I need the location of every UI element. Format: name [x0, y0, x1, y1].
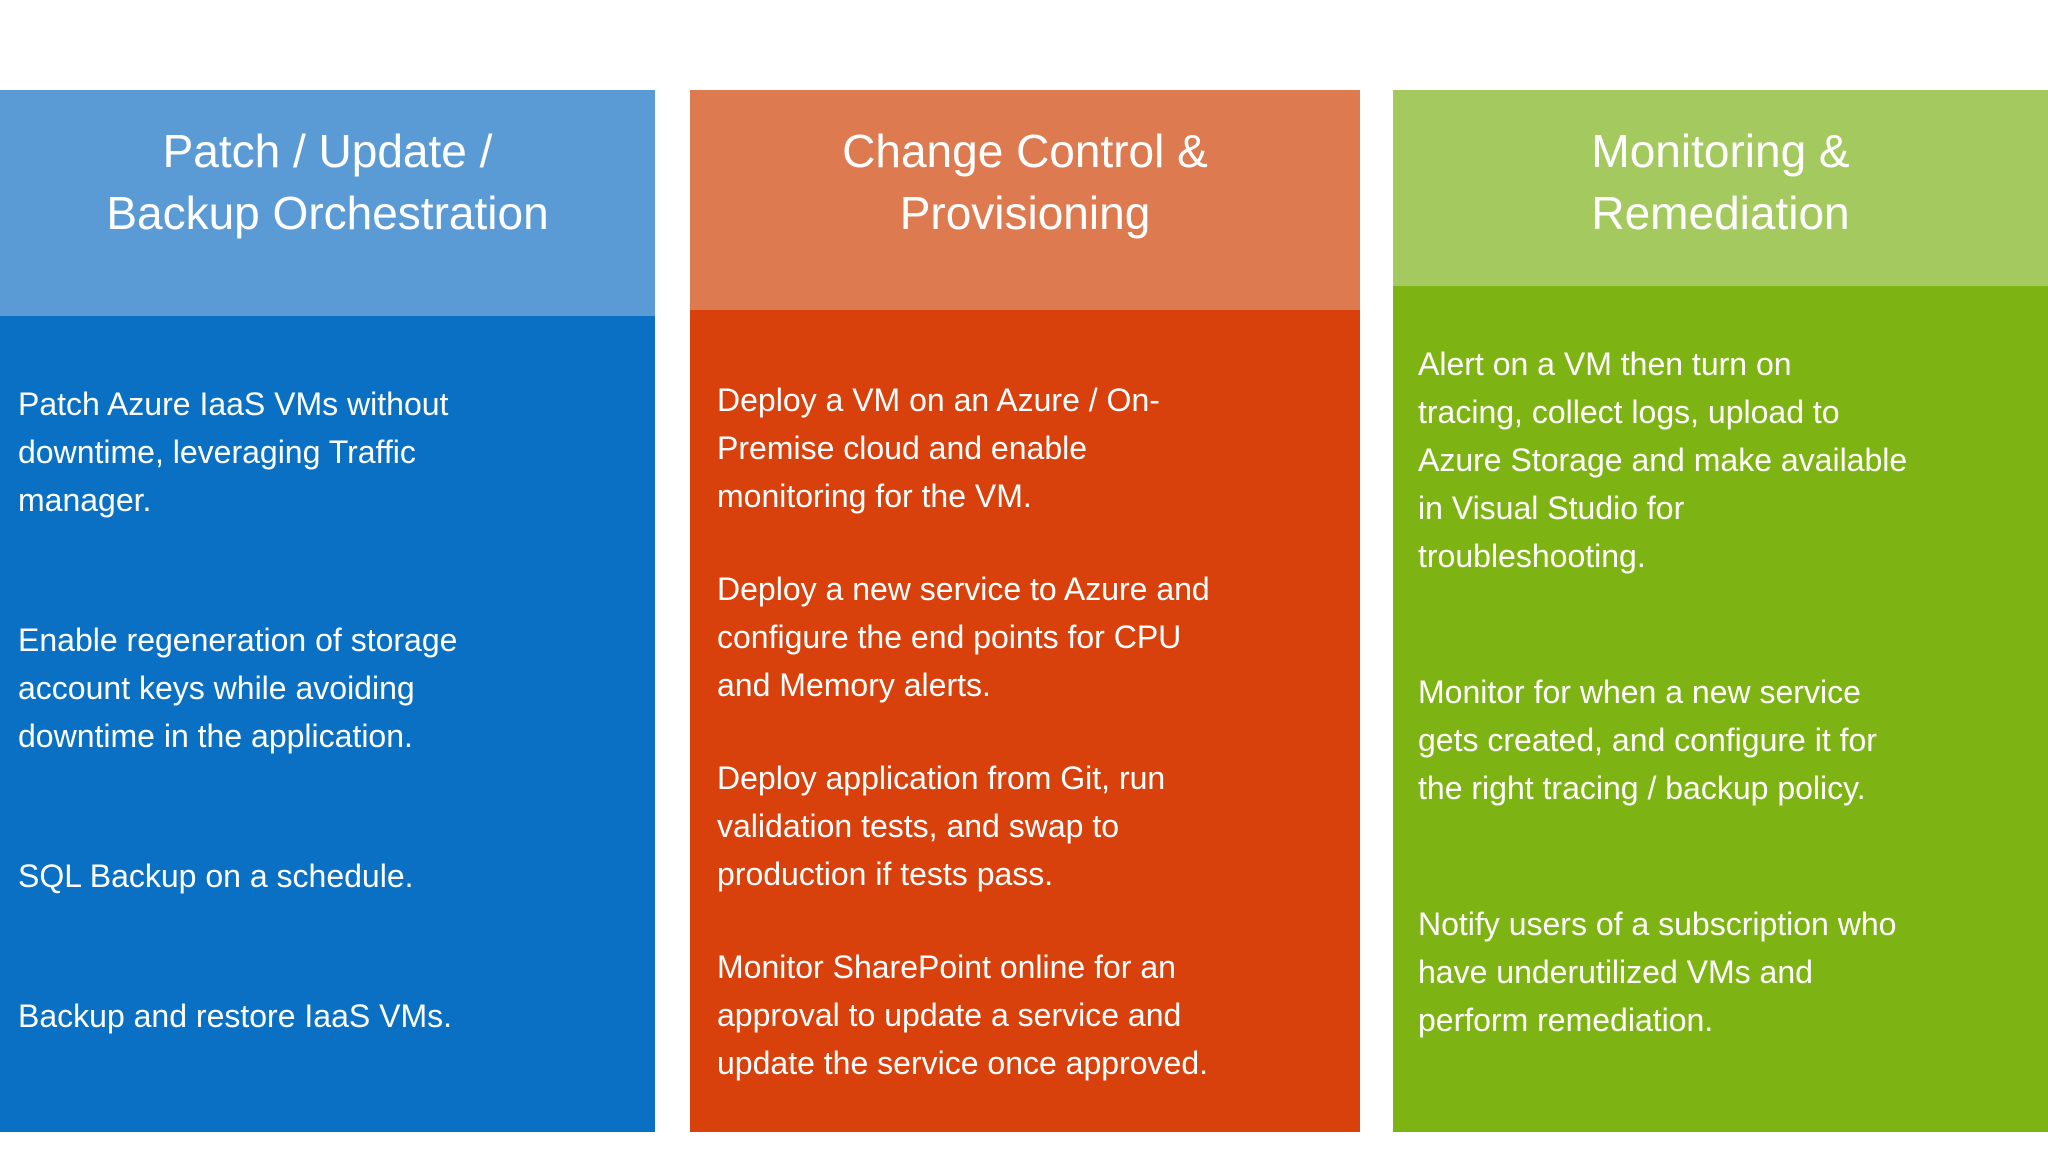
column-body-monitoring-remediation: Alert on a VM then turn on tracing, coll…: [1393, 286, 2048, 1132]
column-body-change-control-provisioning: Deploy a VM on an Azure / On- Premise cl…: [690, 310, 1360, 1132]
column-header-change-control-provisioning: Change Control & Provisioning: [690, 90, 1360, 310]
body-paragraph: Deploy a new service to Azure and config…: [717, 571, 1210, 703]
body-paragraph: Monitor for when a new service gets crea…: [1418, 674, 1877, 806]
body-paragraph: SQL Backup on a schedule.: [18, 858, 414, 894]
column-header-monitoring-remediation: Monitoring & Remediation: [1393, 90, 2048, 286]
body-paragraph: Deploy application from Git, run validat…: [717, 760, 1166, 892]
column-patch-update-backup: Patch / Update / Backup Orchestration Pa…: [0, 90, 655, 1132]
body-paragraph: Patch Azure IaaS VMs without downtime, l…: [18, 386, 449, 518]
column-body-patch-update-backup: Patch Azure IaaS VMs without downtime, l…: [0, 316, 655, 1132]
body-paragraph: Backup and restore IaaS VMs.: [18, 998, 452, 1034]
column-header-patch-update-backup: Patch / Update / Backup Orchestration: [0, 90, 655, 316]
body-paragraph: Enable regeneration of storage account k…: [18, 622, 458, 754]
body-paragraph: Monitor SharePoint online for an approva…: [717, 949, 1208, 1081]
body-paragraph: Notify users of a subscription who have …: [1418, 906, 1897, 1038]
body-paragraph: Alert on a VM then turn on tracing, coll…: [1418, 346, 1908, 574]
column-monitoring-remediation: Monitoring & Remediation Alert on a VM t…: [1393, 90, 2048, 1132]
column-change-control-provisioning: Change Control & Provisioning Deploy a V…: [690, 90, 1360, 1132]
body-paragraph: Deploy a VM on an Azure / On- Premise cl…: [717, 382, 1160, 514]
